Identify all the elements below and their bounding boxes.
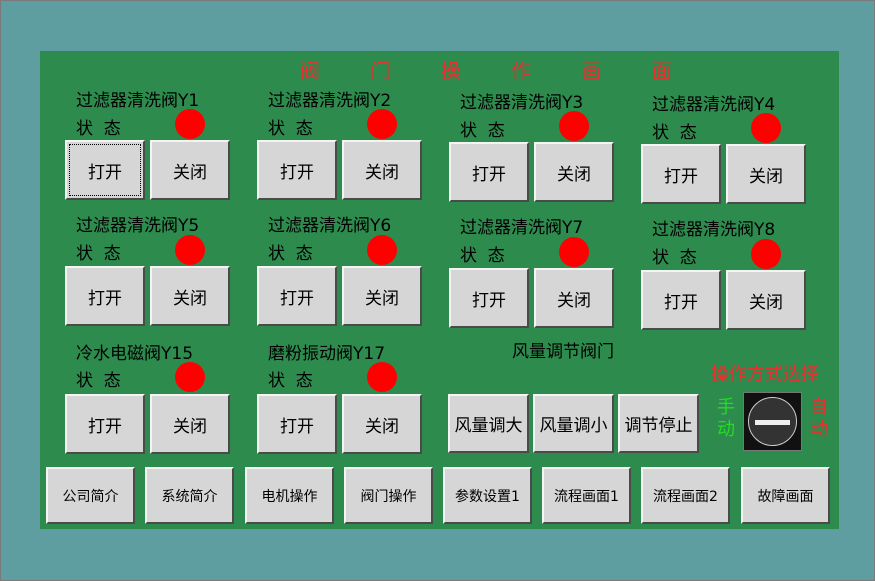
valve-name: 过滤器清洗阀Y8 — [652, 220, 776, 240]
open-button[interactable]: 打开 — [449, 142, 529, 202]
valve-name: 冷水电磁阀Y15 — [76, 344, 194, 364]
auto-mode-label: 自动 — [810, 397, 828, 440]
status-label: 状 态 — [76, 244, 121, 264]
mode-select-title: 操作方式选择 — [711, 364, 819, 385]
nav-button[interactable]: 阀门操作 — [344, 467, 433, 524]
close-button[interactable]: 关闭 — [534, 142, 614, 202]
rotary-switch-icon[interactable] — [743, 392, 802, 451]
open-button[interactable]: 打开 — [65, 394, 145, 454]
open-button[interactable]: 打开 — [257, 266, 337, 326]
status-label: 状 态 — [460, 121, 505, 141]
status-indicator-icon — [175, 362, 205, 392]
nav-button[interactable]: 参数设置1 — [443, 467, 532, 524]
valve-name: 过滤器清洗阀Y7 — [460, 218, 584, 238]
regulation-stop-button[interactable]: 调节停止 — [618, 394, 699, 453]
open-button[interactable]: 打开 — [257, 394, 337, 454]
open-button[interactable]: 打开 — [65, 140, 145, 200]
nav-button[interactable]: 系统简介 — [145, 467, 234, 524]
status-indicator-icon — [367, 109, 397, 139]
page-title: 阀 门 操 作 画 面 — [300, 59, 694, 83]
status-label: 状 态 — [652, 248, 697, 268]
status-indicator-icon — [175, 109, 205, 139]
status-indicator-icon — [559, 111, 589, 141]
open-button[interactable]: 打开 — [257, 140, 337, 200]
close-button[interactable]: 关闭 — [150, 140, 230, 200]
close-button[interactable]: 关闭 — [342, 140, 422, 200]
valve-name: 磨粉振动阀Y17 — [268, 344, 386, 364]
close-button[interactable]: 关闭 — [726, 270, 806, 330]
close-button[interactable]: 关闭 — [342, 394, 422, 454]
close-button[interactable]: 关闭 — [534, 268, 614, 328]
status-indicator-icon — [367, 235, 397, 265]
valve-name: 过滤器清洗阀Y5 — [76, 216, 200, 236]
air-volume-decrease-button[interactable]: 风量调小 — [533, 394, 614, 453]
status-label: 状 态 — [76, 119, 121, 139]
air-volume-increase-button[interactable]: 风量调大 — [448, 394, 529, 453]
valve-name: 过滤器清洗阀Y4 — [652, 95, 776, 115]
status-label: 状 态 — [268, 244, 313, 264]
switch-dial — [748, 397, 797, 446]
valve-name: 过滤器清洗阀Y2 — [268, 91, 392, 111]
status-indicator-icon — [559, 237, 589, 267]
close-button[interactable]: 关闭 — [150, 266, 230, 326]
nav-button[interactable]: 流程画面2 — [641, 467, 730, 524]
status-label: 状 态 — [268, 119, 313, 139]
status-indicator-icon — [751, 239, 781, 269]
nav-button[interactable]: 故障画面 — [741, 467, 830, 524]
close-button[interactable]: 关闭 — [342, 266, 422, 326]
nav-button[interactable]: 流程画面1 — [542, 467, 631, 524]
valve-name: 过滤器清洗阀Y1 — [76, 91, 200, 111]
status-indicator-icon — [751, 113, 781, 143]
switch-handle — [755, 420, 790, 425]
valve-name: 过滤器清洗阀Y6 — [268, 216, 392, 236]
status-label: 状 态 — [76, 371, 121, 391]
valve-name: 过滤器清洗阀Y3 — [460, 93, 584, 113]
status-label: 状 态 — [460, 246, 505, 266]
open-button[interactable]: 打开 — [65, 266, 145, 326]
air-valve-title: 风量调节阀门 — [512, 342, 614, 362]
manual-mode-label: 手动 — [717, 397, 735, 440]
nav-button[interactable]: 电机操作 — [245, 467, 334, 524]
open-button[interactable]: 打开 — [641, 144, 721, 204]
open-button[interactable]: 打开 — [641, 270, 721, 330]
status-indicator-icon — [367, 362, 397, 392]
close-button[interactable]: 关闭 — [150, 394, 230, 454]
open-button[interactable]: 打开 — [449, 268, 529, 328]
nav-button[interactable]: 公司简介 — [46, 467, 135, 524]
status-label: 状 态 — [268, 371, 313, 391]
status-label: 状 态 — [652, 123, 697, 143]
close-button[interactable]: 关闭 — [726, 144, 806, 204]
status-indicator-icon — [175, 235, 205, 265]
